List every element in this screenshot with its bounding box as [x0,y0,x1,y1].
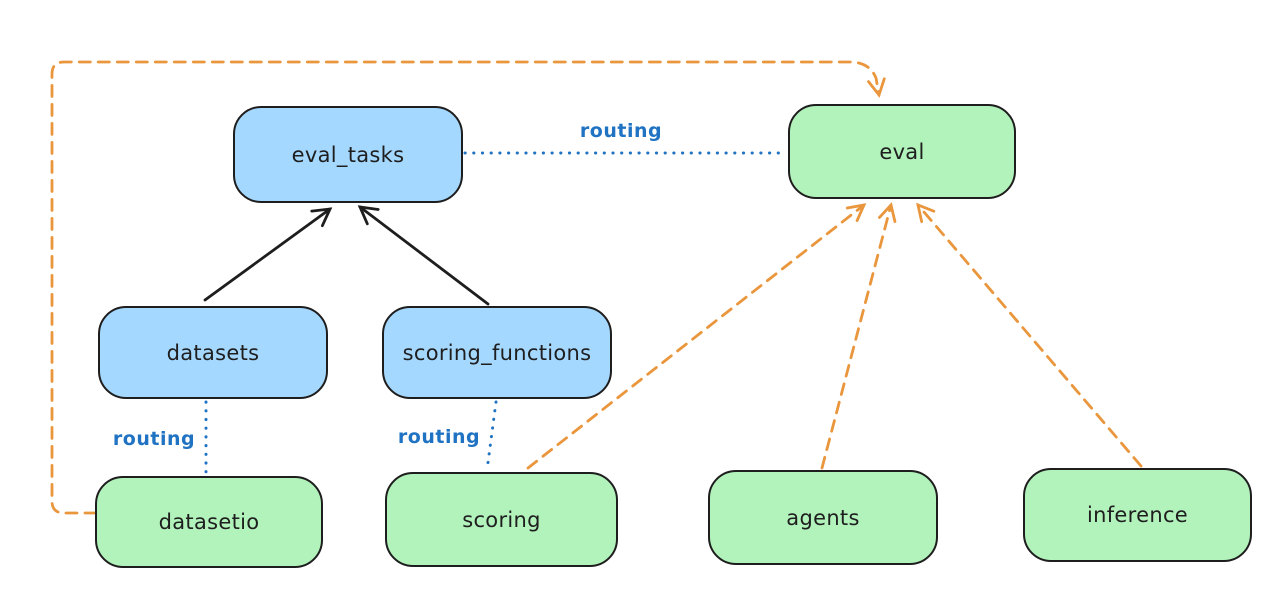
edge-label-routing-datasets-datasetio: routing [112,428,196,450]
node-inference-label: inference [1086,503,1189,527]
node-datasetio-label: datasetio [158,510,260,534]
edge-datasetio-to-eval [50,60,886,515]
edge-inference-to-eval [916,202,1143,468]
edge-scoring-functions-to-scoring [485,400,498,472]
node-scoring-label: scoring [462,507,541,532]
edge-scoring-functions-to-eval-tasks [357,205,490,306]
node-eval: eval [788,104,1016,199]
edge-label-routing-eval-tasks-eval: routing [579,120,663,142]
node-datasetio: datasetio [95,476,323,568]
node-datasets: datasets [98,306,328,399]
edge-scoring-to-eval [526,203,867,470]
node-eval-label: eval [879,139,925,164]
node-inference: inference [1023,468,1252,562]
node-agents: agents [708,470,938,565]
node-eval-tasks: eval_tasks [233,106,463,203]
edge-datasets-to-eval-tasks [203,207,333,302]
node-eval-tasks-label: eval_tasks [291,142,405,167]
node-scoring: scoring [385,472,618,567]
node-agents-label: agents [786,505,860,530]
node-scoring-functions-label: scoring_functions [402,340,592,365]
node-datasets-label: datasets [166,340,260,365]
node-scoring-functions: scoring_functions [382,306,612,399]
edge-label-routing-scoring-functions-scoring: routing [397,426,481,448]
edge-agents-to-eval [820,202,897,470]
